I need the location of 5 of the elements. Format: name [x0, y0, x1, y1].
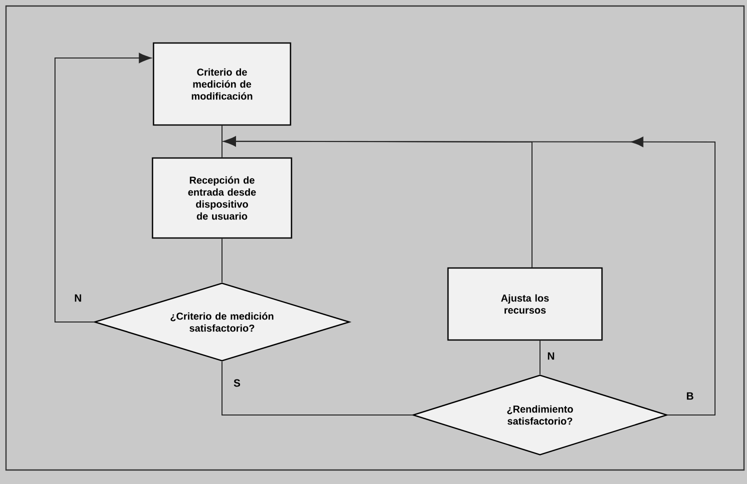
process-box: Recepción de entrada desde dispositivo de usuario: [152, 157, 292, 239]
arrow: [223, 136, 716, 416]
process-box: Criterio de medición de modificación: [152, 42, 292, 126]
process-box: Ajusta los recursos: [447, 267, 603, 341]
arrow: [54, 52, 152, 322]
